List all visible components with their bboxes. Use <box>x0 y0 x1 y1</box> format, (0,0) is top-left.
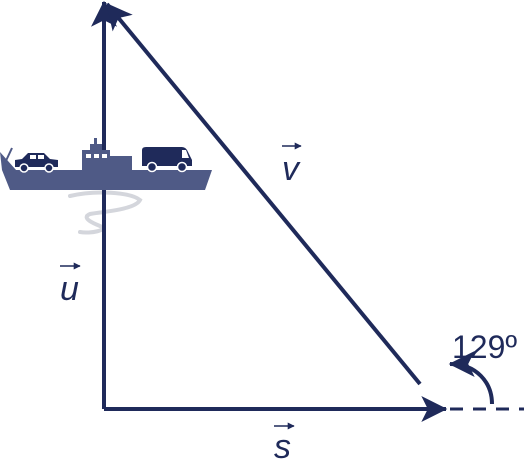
label-v-group: v <box>282 142 302 188</box>
car-icon <box>15 153 58 173</box>
vector-v-label: v <box>282 150 301 188</box>
van-icon <box>142 147 192 173</box>
label-u-group: u <box>60 262 81 308</box>
ferry-icon <box>0 138 212 190</box>
vector-v-arrow <box>105 2 422 386</box>
angle-label: 129º <box>452 329 517 365</box>
angle-arc <box>448 351 494 405</box>
vector-s-label: s <box>274 428 291 462</box>
label-s-group: s <box>274 422 295 462</box>
vector-u-label: u <box>60 270 79 308</box>
